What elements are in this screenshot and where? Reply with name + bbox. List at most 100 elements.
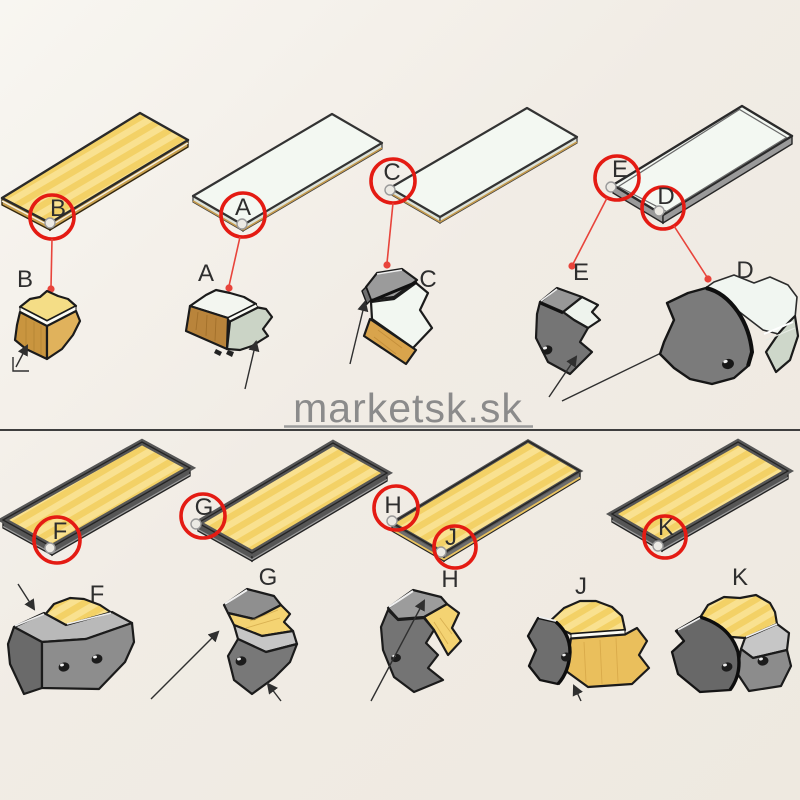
metal-highlight [540, 288, 558, 302]
detail-c-wood-band [362, 317, 418, 366]
laminate-line [765, 327, 796, 341]
screw-hole [541, 345, 553, 355]
board-g-edge-highlight [197, 478, 388, 561]
metal-highlight [538, 616, 557, 622]
board-c-top [388, 106, 579, 219]
wood-grain-lines [25, 318, 42, 355]
detail-a-edge-face [225, 306, 274, 352]
highlight-circle-d [640, 185, 686, 231]
highlight-circles-bottom [32, 484, 688, 570]
detail-e-arrow [548, 355, 578, 398]
detail-k-cap-rim [699, 615, 741, 692]
detail-g: G [150, 564, 299, 702]
metal-highlight [224, 589, 248, 605]
detail-h-wood-wedge [422, 602, 463, 657]
wood-grain-lines [373, 329, 403, 355]
metal-highlight [376, 269, 403, 275]
detail-a-foot [226, 350, 234, 357]
top-section: B A C E D B [0, 104, 800, 402]
detail-label-e: E [573, 259, 589, 286]
metal-highlight [66, 612, 112, 625]
board-f-edge-highlight [2, 473, 191, 555]
detail-label-k: K [732, 564, 748, 591]
detail-g-arrow-long [150, 630, 220, 700]
corner-dot-k [652, 540, 664, 552]
screw-hole [721, 662, 733, 672]
detail-c: C [349, 266, 437, 366]
detail-label-f: F [90, 581, 105, 608]
detail-g-cap-front [226, 637, 299, 696]
detail-c-joint-line [370, 280, 418, 303]
circle-label-k: K [658, 514, 674, 541]
detail-label-h: H [441, 566, 458, 593]
corner-dot-f [44, 542, 56, 554]
board-ed-rim [617, 108, 788, 213]
metal-highlight [14, 613, 45, 627]
detail-e-cap-front [534, 300, 594, 376]
board-hj-wood-line [391, 476, 581, 561]
screw-hole [91, 654, 103, 664]
board-hj-outline [390, 440, 582, 554]
board-c [388, 106, 579, 225]
corner-dot-h [386, 515, 398, 527]
board-g-outline [196, 442, 389, 554]
screw-hole [757, 656, 769, 666]
circle-label-f: F [53, 518, 68, 545]
connector-dot-d [704, 275, 712, 283]
detail-j-arrow [572, 684, 583, 702]
detail-g-arrow-short [266, 682, 282, 702]
laminate-line [763, 321, 794, 335]
board-a-wood-line [192, 147, 383, 231]
detail-b: B [12, 266, 82, 372]
bottom-section: F G H J K F G [0, 438, 795, 702]
detail-f-right-face [40, 621, 136, 691]
detail-d: D [658, 257, 800, 386]
detail-j-wood-front [564, 626, 651, 689]
board-hj [388, 438, 584, 563]
corner-dot-d [653, 205, 665, 217]
detail-b-arrow [15, 344, 28, 368]
corner-dot-b [44, 217, 56, 229]
detail-label-b: B [17, 266, 33, 293]
watermark: marketsk.sk [284, 385, 533, 431]
detail-j-cap-rim [554, 620, 572, 686]
detail-a-arrow [244, 339, 260, 390]
highlight-circle-j [432, 524, 478, 570]
circle-label-j: J [445, 524, 457, 551]
connector-d [673, 225, 708, 278]
detail-j: J [526, 573, 651, 702]
circle-label-c: C [383, 159, 400, 186]
corner-dot-a [236, 218, 248, 230]
connector-c [386, 202, 394, 264]
highlight-circle-f [32, 515, 82, 565]
detail-label-a: A [198, 260, 214, 287]
screw-hole [561, 652, 571, 662]
highlight-circle-k [642, 514, 688, 560]
connector-e [572, 197, 608, 265]
circle-label-b: B [50, 195, 66, 222]
detail-e-joint-line [539, 301, 564, 315]
board-a-top [191, 112, 384, 227]
corner-dot-c [384, 184, 396, 196]
wood-grain-lines [583, 637, 619, 685]
wood-grain-lines [195, 311, 217, 342]
screw-hole [722, 358, 734, 370]
detail-label-c: C [419, 266, 436, 293]
connectors-top [50, 197, 708, 288]
detail-h: H [370, 566, 463, 702]
detail-f: F [6, 581, 136, 696]
highlight-circles-top [28, 154, 686, 241]
board-g [191, 439, 394, 563]
screw-hole [58, 662, 70, 672]
circle-label-h: H [384, 492, 401, 519]
connector-dots-top [47, 261, 712, 293]
corner-dot-e [605, 181, 617, 193]
detail-label-j: J [575, 573, 587, 600]
connector-dot-e [568, 262, 576, 270]
wood-grain-lines [245, 609, 281, 629]
highlight-circle-h [372, 484, 420, 532]
board-f [0, 438, 197, 557]
highlight-circle-a [219, 191, 267, 239]
